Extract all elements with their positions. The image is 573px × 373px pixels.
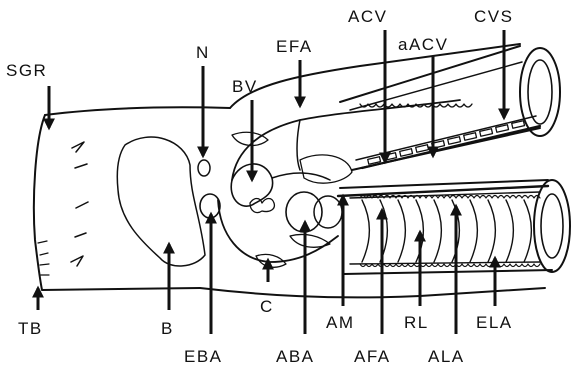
label-cvs: CVS [474,7,513,26]
label-ala: ALA [428,347,465,366]
label-bv: BV [232,77,258,96]
label-efa: EFA [276,37,313,56]
label-c: C [260,297,274,316]
label-acv: ACV [348,7,387,26]
label-n: N [196,43,210,62]
label-sgr: SGR [6,61,47,80]
label-a-acv: aACV [398,35,448,54]
n-structure [198,160,210,176]
label-tb: TB [18,319,43,338]
label-afa: AFA [354,347,391,366]
region-b [117,137,205,266]
label-eba: EBA [184,347,223,366]
label-aba: ABA [276,347,315,366]
label-rl: RL [404,313,429,332]
lower-tube [338,180,570,274]
label-ela: ELA [476,313,513,332]
label-am: AM [326,313,355,332]
label-b: B [161,319,174,338]
